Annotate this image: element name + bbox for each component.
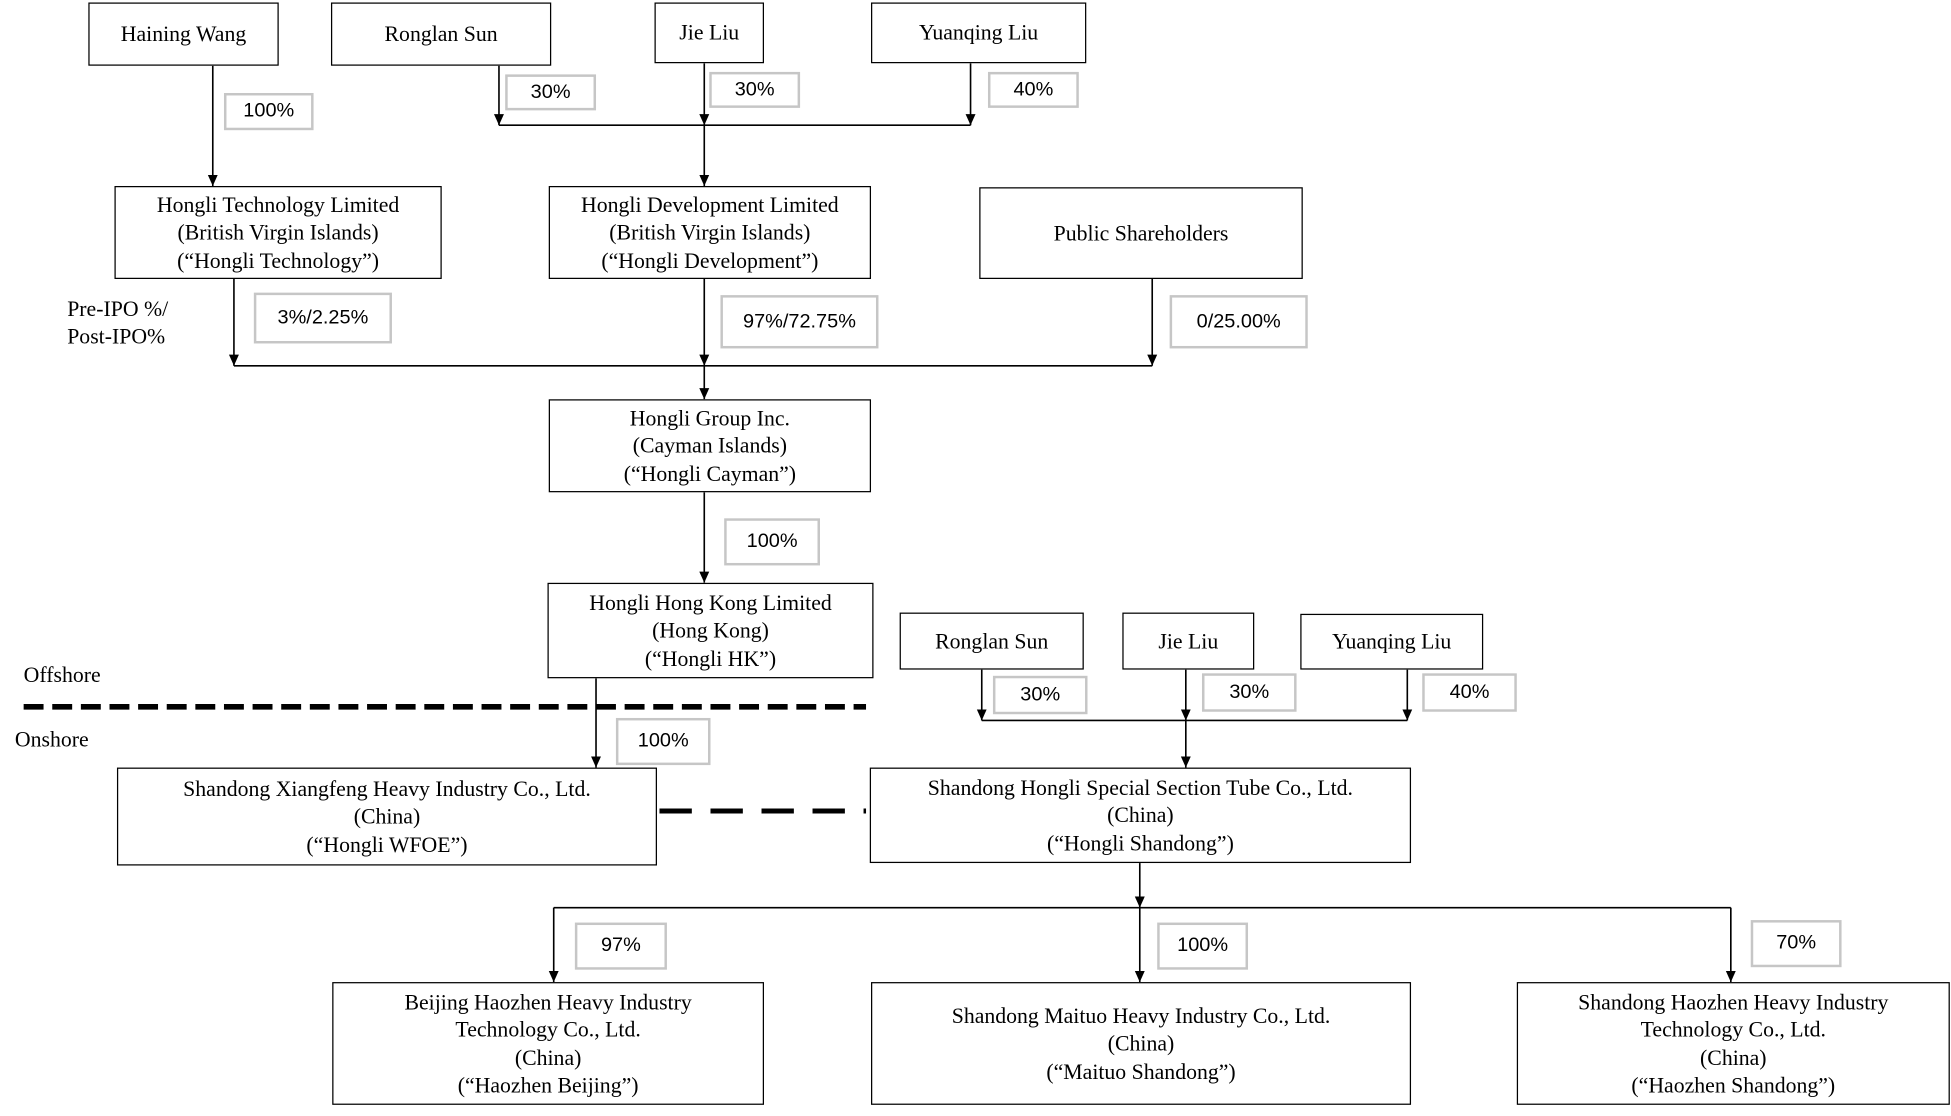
owner-name: Ronglan Sun <box>935 628 1049 654</box>
entity-line: (“Maituo Shandong”) <box>1046 1058 1236 1084</box>
entity-haozhen-shandong: Shandong Haozhen Heavy Industry Technolo… <box>1516 982 1950 1105</box>
entity-hongli-technology: Hongli Technology Limited (British Virgi… <box>114 186 442 279</box>
owner-ronglan-sun-bottom: Ronglan Sun <box>899 612 1084 670</box>
entity-line: Shandong Xiangfeng Heavy Industry Co., L… <box>183 775 591 801</box>
entity-hongli-shandong: Shandong Hongli Special Section Tube Co.… <box>869 767 1412 864</box>
entity-maituo-shandong: Shandong Maituo Heavy Industry Co., Ltd.… <box>871 982 1412 1105</box>
entity-public-shareholders: Public Shareholders <box>979 187 1303 279</box>
owner-jie-liu-bottom: Jie Liu <box>1122 612 1255 670</box>
entity-line: (“Hongli HK”) <box>644 645 777 671</box>
entity-line: (China) <box>1107 802 1174 828</box>
entity-hongli-hk: Hongli Hong Kong Limited (Hong Kong) (“H… <box>547 582 874 679</box>
pct-to-haozhen-beijing: 97% <box>574 922 667 970</box>
owner-name: Yuanqing Liu <box>1332 628 1452 654</box>
entity-line: (British Virgin Islands) <box>177 219 379 245</box>
entity-line: Hongli Technology Limited <box>156 191 400 217</box>
pct-yuanqing-top: 40% <box>987 71 1079 108</box>
pct-to-maituo-shandong: 100% <box>1157 922 1249 970</box>
entity-line: (“Hongli Development”) <box>601 247 819 273</box>
owner-name: Jie Liu <box>679 20 740 45</box>
entity-line: (China) <box>514 1044 582 1070</box>
entity-line: (Hong Kong) <box>652 617 769 643</box>
entity-line: (China) <box>1107 1030 1175 1056</box>
entity-line: (“Hongli Cayman”) <box>623 460 797 486</box>
entity-line: Beijing Haozhen Heavy Industry <box>404 988 692 1014</box>
owner-name: Jie Liu <box>1158 628 1219 654</box>
pct-yuanqing-bottom: 40% <box>1422 673 1517 712</box>
entity-hongli-cayman: Hongli Group Inc. (Cayman Islands) (“Hon… <box>548 399 872 493</box>
entity-line: (British Virgin Islands) <box>609 219 811 245</box>
entity-line: Shandong Hongli Special Section Tube Co.… <box>927 774 1354 800</box>
offshore-label: Offshore <box>23 662 101 687</box>
entity-line: (“Haozhen Shandong”) <box>1631 1072 1836 1098</box>
owner-name: Haining Wang <box>120 21 247 47</box>
pct-jie-bottom: 30% <box>1201 673 1297 712</box>
owner-yuanqing-liu-bottom: Yuanqing Liu <box>1300 613 1484 670</box>
owner-name: Ronglan Sun <box>384 21 498 47</box>
entity-line: (China) <box>353 803 421 829</box>
entity-line: Technology Co., Ltd. <box>1640 1016 1826 1042</box>
entity-line: (China) <box>1700 1044 1767 1070</box>
owner-name: Yuanqing Liu <box>919 20 1039 45</box>
pct-hk-to-wfoe: 100% <box>615 717 711 766</box>
pct-haining-to-technology: 100% <box>223 93 314 131</box>
owner-ronglan-sun-top: Ronglan Sun <box>330 2 552 66</box>
entity-line: Hongli Development Limited <box>581 191 839 217</box>
note-line: Pre-IPO %/ <box>67 296 169 322</box>
owner-yuanqing-liu-top: Yuanqing Liu <box>871 2 1087 64</box>
pct-technology-to-cayman: 3%/2.25% <box>253 292 392 344</box>
entity-line: Shandong Haozhen Heavy Industry <box>1578 988 1889 1014</box>
pct-to-haozhen-shandong: 70% <box>1750 920 1842 968</box>
pct-ronglan-bottom: 30% <box>992 675 1088 715</box>
entity-line: Public Shareholders <box>1053 220 1229 246</box>
pct-ronglan-top: 30% <box>505 74 597 111</box>
entity-line: Hongli Group Inc. <box>629 405 791 430</box>
entity-hongli-wfoe: Shandong Xiangfeng Heavy Industry Co., L… <box>116 767 657 866</box>
entity-line: (“Haozhen Beijing”) <box>457 1072 639 1098</box>
pct-jie-top: 30% <box>709 71 801 108</box>
owner-jie-liu-top: Jie Liu <box>654 2 765 64</box>
owner-haining-wang: Haining Wang <box>88 2 279 66</box>
pct-public-to-cayman: 0/25.00% <box>1169 295 1308 349</box>
pct-cayman-to-hk: 100% <box>724 518 820 566</box>
note-line: Post-IPO% <box>67 323 166 349</box>
entity-line: (“Hongli Technology”) <box>177 247 380 273</box>
onshore-label: Onshore <box>14 726 89 752</box>
entity-line: Hongli Hong Kong Limited <box>589 589 832 615</box>
entity-hongli-development: Hongli Development Limited (British Virg… <box>548 186 872 279</box>
pre-post-ipo-note: Pre-IPO %/ Post-IPO% <box>67 295 168 350</box>
entity-line: Technology Co., Ltd. <box>455 1016 641 1042</box>
entity-line: (“Hongli Shandong”) <box>1046 830 1234 856</box>
pct-development-to-cayman: 97%/72.75% <box>720 295 879 349</box>
entity-line: (Cayman Islands) <box>632 433 787 458</box>
entity-line: Shandong Maituo Heavy Industry Co., Ltd. <box>951 1002 1331 1028</box>
entity-haozhen-beijing: Beijing Haozhen Heavy Industry Technolog… <box>332 982 765 1105</box>
entity-line: (“Hongli WFOE”) <box>306 831 468 857</box>
